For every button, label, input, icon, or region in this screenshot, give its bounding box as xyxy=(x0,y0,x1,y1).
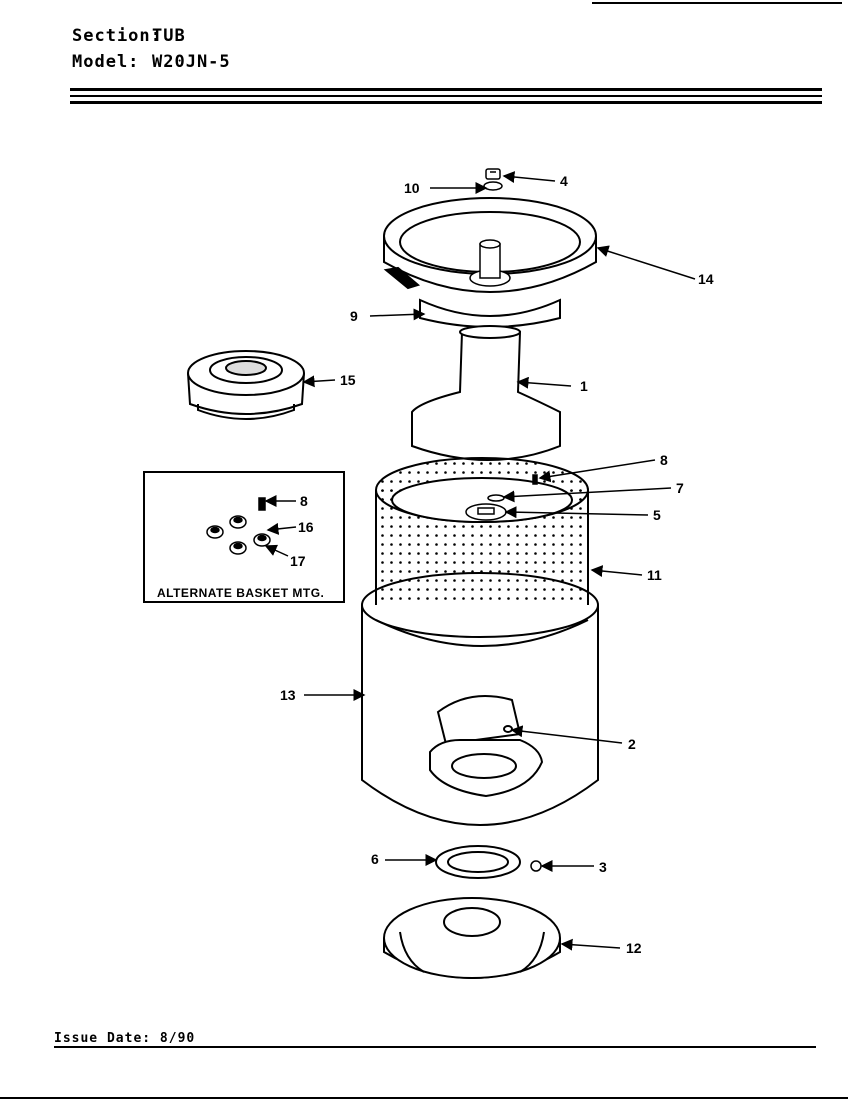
callout-alt-17: 17 xyxy=(290,553,306,569)
model-value: W20JN-5 xyxy=(152,52,231,72)
callout-6: 6 xyxy=(371,851,379,867)
callout-labels: 4 10 14 9 1 15 8 7 5 11 13 2 6 3 12 8 16… xyxy=(280,173,714,956)
callout-alt-16: 16 xyxy=(298,519,314,535)
header-rule-top xyxy=(592,2,842,4)
callout-3: 3 xyxy=(599,859,607,875)
callout-5: 5 xyxy=(653,507,661,523)
part-3-fastener xyxy=(530,860,542,872)
callout-12: 12 xyxy=(626,940,642,956)
section-value: TUB xyxy=(152,26,186,46)
part-5-hub-seal xyxy=(465,503,507,521)
callout-11: 11 xyxy=(647,567,662,583)
part-15-dispenser xyxy=(187,350,305,420)
alternate-basket-box xyxy=(143,471,345,603)
callout-2: 2 xyxy=(628,736,636,752)
callout-9: 9 xyxy=(350,308,358,324)
alternate-basket-label: ALTERNATE BASKET MTG. xyxy=(157,586,324,600)
callout-alt-8: 8 xyxy=(300,493,308,509)
issue-date: Issue Date: 8/90 xyxy=(54,1031,196,1046)
part-8-screw xyxy=(532,474,538,485)
part-4-nut xyxy=(485,168,501,180)
callout-7: 7 xyxy=(676,480,684,496)
part-12-tub-cover xyxy=(383,897,561,979)
callout-14: 14 xyxy=(698,271,714,287)
part-9-ring-base xyxy=(419,298,561,328)
model-label: Model: xyxy=(72,52,140,72)
header-rule-bottom xyxy=(70,101,822,104)
header-rule-thick xyxy=(70,88,822,91)
part-agitator-cap xyxy=(469,239,511,287)
callout-4: 4 xyxy=(560,173,568,189)
callout-15: 15 xyxy=(340,372,356,388)
callout-8: 8 xyxy=(660,452,668,468)
callout-10: 10 xyxy=(404,180,420,196)
part-7-basket-nut xyxy=(487,494,505,502)
callout-1: 1 xyxy=(580,378,588,394)
section-label: Section: xyxy=(72,26,162,46)
part-6-seal xyxy=(435,845,521,879)
header-rule-thin xyxy=(70,95,822,97)
leader-lines xyxy=(264,171,696,951)
callout-13: 13 xyxy=(280,687,296,703)
footer-rule xyxy=(54,1046,816,1048)
model-row: Model: W20JN-5 xyxy=(72,52,230,72)
part-2-drain-fitting xyxy=(429,695,544,798)
page-bottom-rule xyxy=(0,1097,848,1099)
part-1-agitator xyxy=(411,325,561,461)
section-row: Section: TUB xyxy=(72,26,185,46)
part-10-washer xyxy=(483,181,503,191)
